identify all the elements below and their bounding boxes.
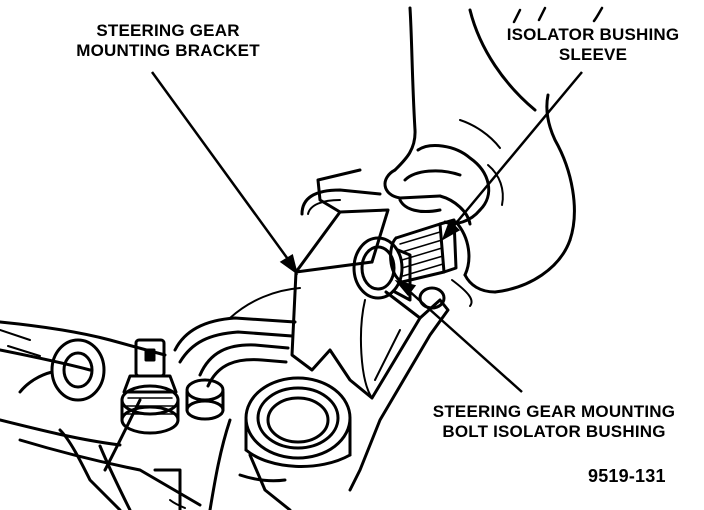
label-line: ISOLATOR BUSHING bbox=[506, 25, 680, 44]
label-line: STEERING GEAR MOUNTING bbox=[432, 402, 676, 421]
steering-gear-housing bbox=[0, 320, 292, 510]
arrowhead-bushing bbox=[394, 279, 417, 297]
electrical-connector bbox=[120, 338, 180, 435]
label-line: SLEEVE bbox=[558, 45, 628, 64]
pinion-port-fitting bbox=[244, 376, 352, 468]
label-isolator-bushing-sleeve: ISOLATOR BUSHING SLEEVE bbox=[488, 25, 698, 65]
arrowhead-sleeve bbox=[441, 219, 461, 241]
label-steering-gear-mounting-bracket: STEERING GEAR MOUNTING BRACKET bbox=[58, 21, 278, 61]
isolator-bushing bbox=[352, 236, 446, 310]
label-line: STEERING GEAR bbox=[96, 21, 240, 40]
leader-bushing bbox=[407, 289, 523, 393]
leader-lines bbox=[150, 71, 583, 393]
arrowhead-bracket bbox=[279, 254, 299, 275]
fluid-lines bbox=[173, 287, 301, 421]
technician-hand bbox=[383, 6, 604, 307]
leader-bracket bbox=[150, 71, 292, 263]
label-mounting-bolt-isolator-bushing: STEERING GEAR MOUNTING BOLT ISOLATOR BUS… bbox=[408, 402, 700, 442]
mounting-bracket bbox=[290, 168, 450, 492]
label-line: MOUNTING BRACKET bbox=[76, 41, 260, 60]
leader-sleeve bbox=[451, 71, 583, 229]
label-line: BOLT ISOLATOR BUSHING bbox=[442, 422, 666, 441]
figure-number: 9519-131 bbox=[588, 466, 666, 486]
